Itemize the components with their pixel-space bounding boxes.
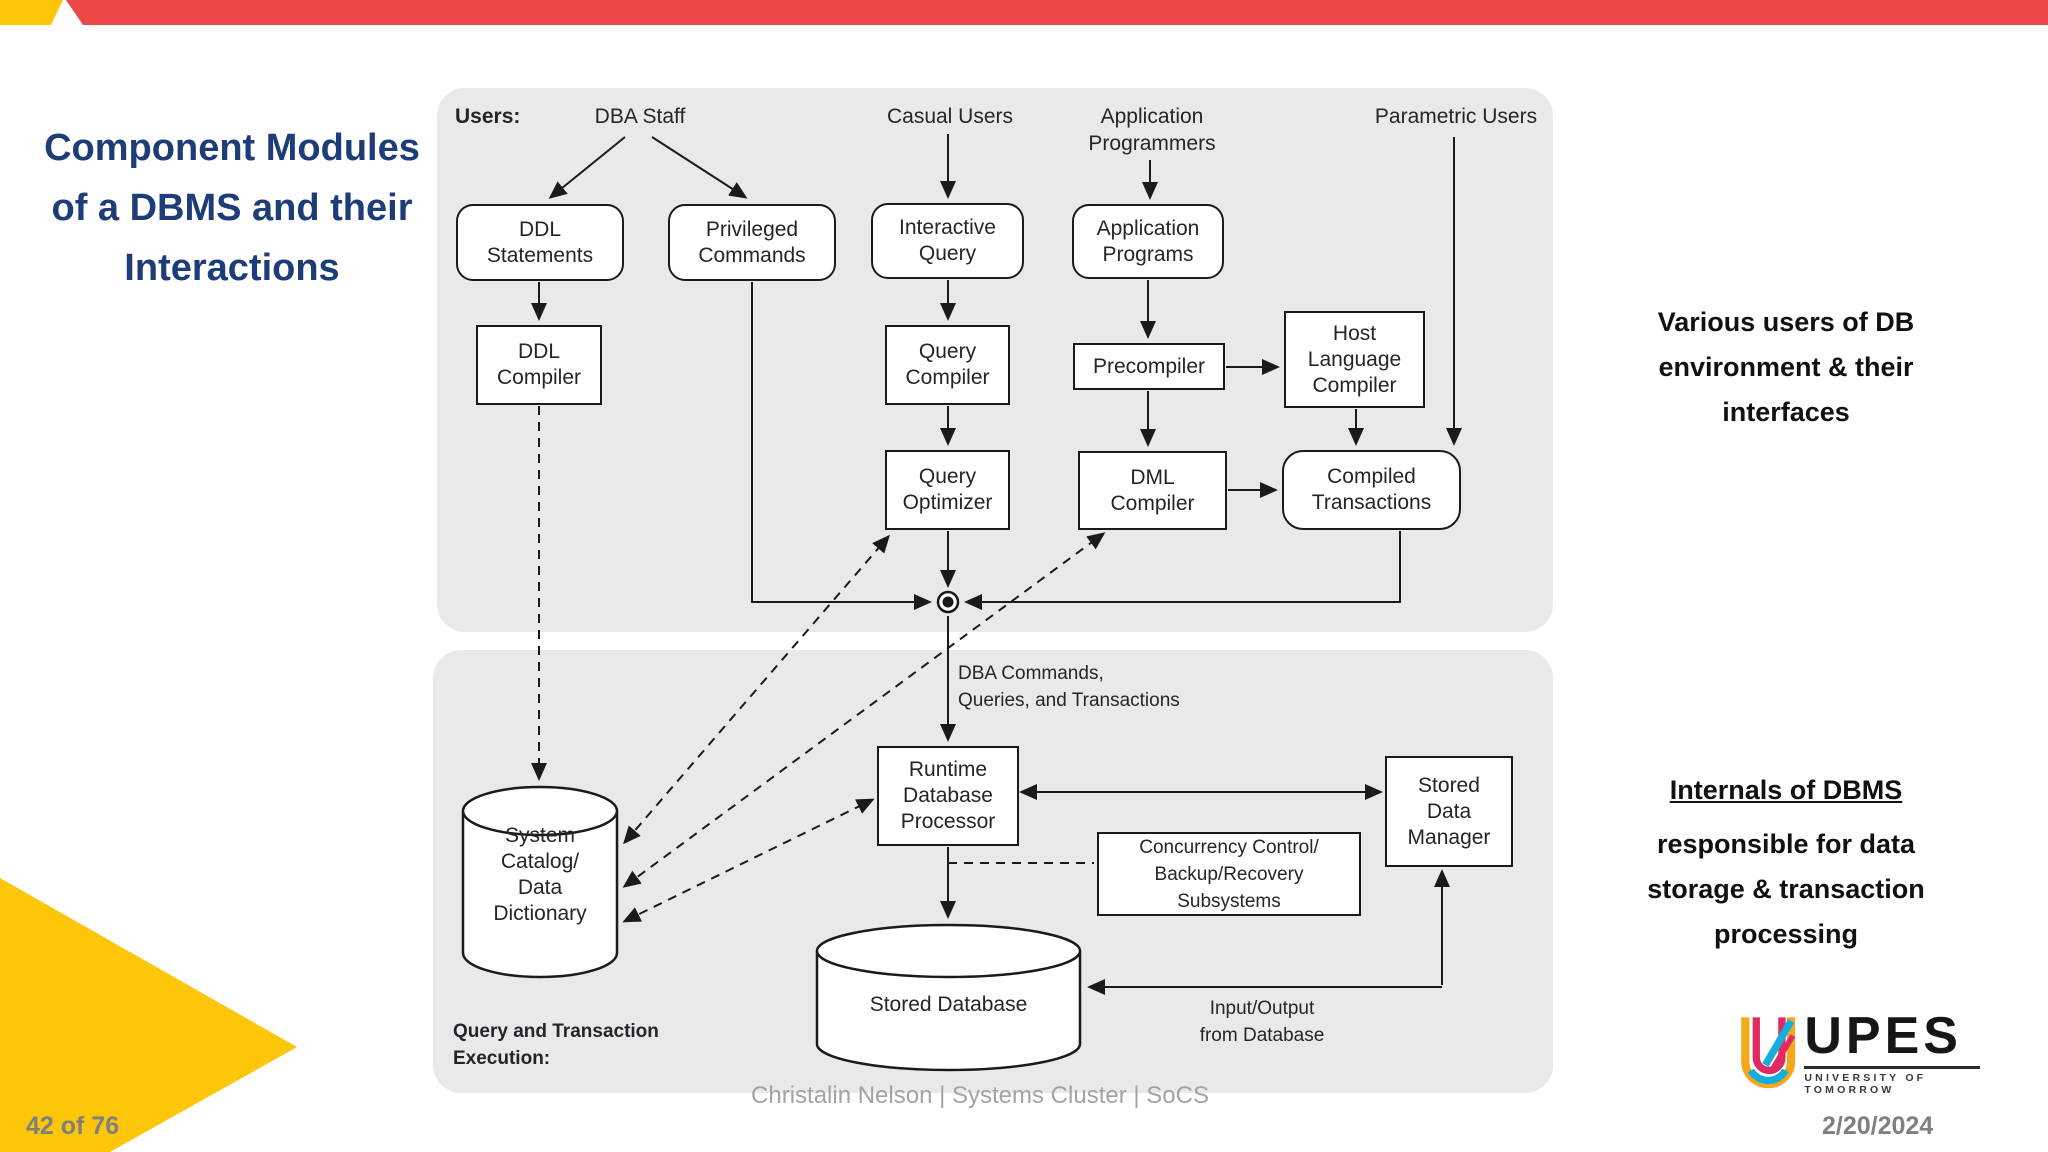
box-ddl-compiler [476,325,602,405]
node-application-programs: Application Programs [1096,216,1200,266]
node-boxes [456,203,1513,916]
node-concurrency-subsystems: Concurrency Control/ Backup/Recovery Sub… [1139,836,1319,912]
side-note-users: Various users of DB environment & their … [1657,307,1915,427]
junction-dot [936,590,960,614]
node-ddl-compiler: DDL Compiler [496,340,582,389]
box-privileged-commands [668,204,836,281]
node-stored-database: Stored Database [869,993,1028,1016]
node-query-compiler: Query Compiler [905,340,990,389]
user-group-application-programmers: Application Programmers [1088,105,1216,155]
node-interactive-query: Interactive Query [899,216,996,265]
node-dml-compiler: DML Compiler [1110,465,1195,515]
box-concurrency-subsystems [1097,832,1361,916]
box-application-programs [1072,204,1224,279]
logo-divider [1804,1066,1981,1069]
side-note-internals-heading: Internals of DBMS [1669,775,1903,805]
system-catalog-cylinder [461,811,619,979]
box-stored-data-manager [1385,756,1513,867]
node-stored-data-manager: Stored Data Manager [1407,773,1491,849]
box-query-optimizer [885,450,1010,530]
user-group-casual-users: Casual Users [886,105,1014,128]
upes-wordmark: UPES [1804,1007,1962,1065]
node-host-language-compiler: Host Language Compiler [1307,321,1402,397]
node-runtime-database-processor: Runtime Database Processor [900,758,996,833]
node-query-optimizer: Query Optimizer [902,465,993,514]
box-precompiler [1073,343,1225,390]
solid-connectors [531,134,1462,995]
node-compiled-transactions: Compiled Transactions [1311,465,1432,514]
upes-logo: UPES UNIVERSITY OF TOMORROW [1738,1008,2004,1108]
node-privileged-commands: Privileged Commands [698,217,806,267]
slide-date: 2/20/2024 [1822,1112,1934,1140]
footer-credit: Christalin Nelson | Systems Cluster | So… [751,1082,1209,1109]
dba-commands-label: DBA Commands, Queries, and Transactions [958,663,1180,711]
box-interactive-query [871,203,1024,279]
page-number: 42 of 76 [26,1112,120,1140]
upes-shield-icon [1741,1017,1796,1089]
node-ddl-statements: DDL Statements [486,217,594,267]
io-from-database-label: Input/Output from Database [1199,998,1325,1046]
cylinders [461,785,1082,1072]
user-group-dba-staff: DBA Staff [594,105,686,128]
red-banner [66,0,2048,25]
stored-database-cylinder [815,951,1082,1072]
box-ddl-statements [456,204,624,281]
box-runtime-database-processor [877,746,1019,846]
side-note-internals-body: responsible for data storage & transacti… [1647,829,1925,949]
box-dml-compiler [1078,451,1227,530]
dashed-connectors [531,406,1106,923]
query-execution-label: Query and Transaction Execution: [453,1021,659,1069]
upes-tagline: UNIVERSITY OF TOMORROW [1804,1072,1927,1096]
slide-title: Component Modules of a DBMS and their In… [44,127,420,289]
node-precompiler: Precompiler [1092,354,1206,378]
user-group-parametric-users: Parametric Users [1374,105,1538,128]
node-system-catalog: System Catalog/ Data Dictionary [493,824,587,925]
yellow-corner-shape [0,0,63,25]
box-query-compiler [885,325,1010,405]
users-label: Users: [455,105,521,128]
box-compiled-transactions [1282,450,1461,530]
box-host-language-compiler [1284,311,1425,408]
